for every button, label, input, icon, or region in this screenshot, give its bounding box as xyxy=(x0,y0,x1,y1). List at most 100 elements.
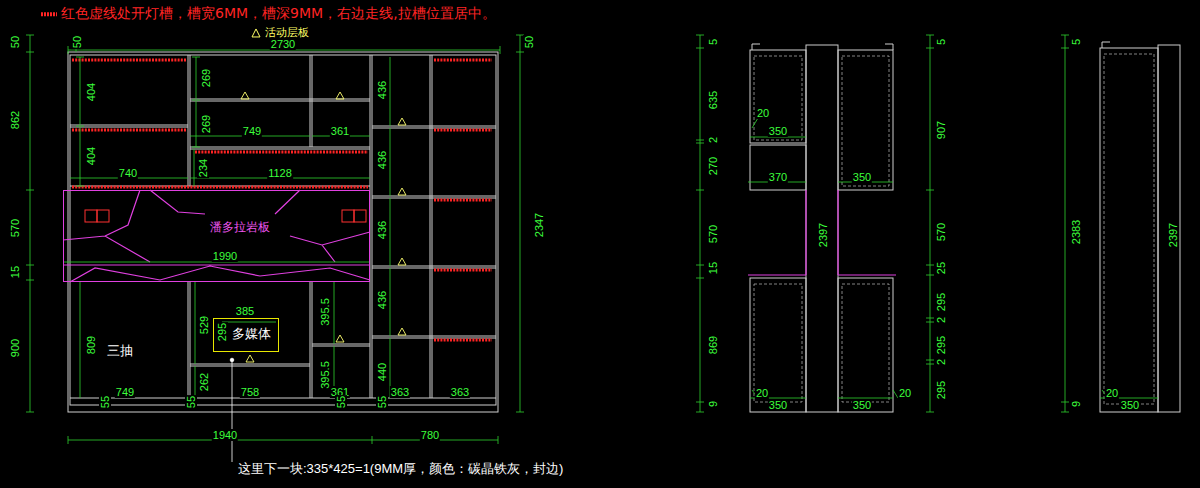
dimension-value: 20 xyxy=(898,384,912,400)
socket-box xyxy=(354,210,366,222)
dimension-value: 55 xyxy=(182,395,198,409)
dimension-value: 436 xyxy=(376,80,388,100)
stone-panel-profile xyxy=(748,190,896,275)
concrete-wall xyxy=(1158,45,1180,412)
dimension-value: 404 xyxy=(82,82,98,102)
dimension-value: 50 xyxy=(6,35,22,49)
socket-box xyxy=(85,210,97,222)
dimension-value: 234 xyxy=(194,158,210,178)
dimension-value: 269 xyxy=(200,68,212,88)
dimension-value: 5 xyxy=(1067,38,1083,46)
leader-line xyxy=(230,358,234,462)
dimension-value: 50 xyxy=(9,35,21,49)
back-panel-line xyxy=(754,56,802,140)
dimension-value: 2383 xyxy=(1067,219,1083,245)
dimension-line xyxy=(26,35,34,412)
dimension-value: 269 xyxy=(197,68,213,88)
note-text: 这里下一块:335*425=1(9MM厚，颜色：碳晶铁灰，封边) xyxy=(237,460,564,476)
dimension-value: 55 xyxy=(96,395,112,409)
cabinet-section xyxy=(1100,42,1158,412)
back-panel-line xyxy=(754,284,802,402)
dimension-value: 404 xyxy=(82,146,98,166)
dimension-value: 740 xyxy=(118,167,138,179)
dimension-line xyxy=(26,35,524,444)
dimension-value: 1990 xyxy=(212,250,238,262)
dimension-value: 295 xyxy=(935,292,947,312)
dimension-value: 2397 xyxy=(1164,222,1180,248)
dimension-value: 404 xyxy=(85,82,97,102)
dimension-value: 635 xyxy=(704,90,720,110)
dimension-value: 862 xyxy=(6,110,22,130)
dimension-value: 9 xyxy=(1067,400,1083,408)
dimension-value: 370 xyxy=(768,168,788,184)
dimension-value: 1990 xyxy=(212,247,238,263)
dimension-line xyxy=(1061,35,1158,412)
stone-panel-pattern xyxy=(63,190,370,282)
dimension-value: 350 xyxy=(852,171,872,183)
dimension-value: 55 xyxy=(332,395,348,409)
legend-item: 活动层板 xyxy=(250,27,309,39)
dimension-value: 15 xyxy=(9,265,21,279)
dimension-value: 570 xyxy=(704,224,720,244)
dimension-value: 2397 xyxy=(1167,222,1179,248)
dimension-value: 5 xyxy=(704,38,720,46)
dimension-value: 436 xyxy=(376,220,388,240)
dimension-value: 570 xyxy=(932,222,948,242)
dimension-value: 55 xyxy=(335,395,347,409)
dimension-line xyxy=(696,35,934,412)
legend-sample xyxy=(41,12,57,16)
back-panel-line xyxy=(754,56,889,402)
dimension-value: 2347 xyxy=(533,212,545,238)
dimension-value: 20 xyxy=(756,104,770,120)
legend-text: 红色虚线处开灯槽，槽宽6MM，槽深9MM，右边走线,拉槽位置居中。 xyxy=(61,6,496,21)
dimension-value: 363 xyxy=(450,386,470,398)
dimension-value: 385 xyxy=(235,302,255,318)
dimension-value: 25 xyxy=(935,261,947,275)
dimension-line xyxy=(748,118,898,398)
dimension-value: 20 xyxy=(755,387,769,399)
dimension-value: 9 xyxy=(707,400,719,408)
dimension-value: 25 xyxy=(932,261,948,275)
dimension-value: 2383 xyxy=(1070,219,1082,245)
dimension-value: 2 xyxy=(932,358,948,366)
dimension-value: 780 xyxy=(420,426,440,442)
cabinet-section xyxy=(1102,42,1110,48)
dimension-value: 809 xyxy=(85,335,97,355)
dimension-value: 749 xyxy=(242,122,262,138)
dimension-value: 55 xyxy=(99,395,111,409)
dimension-value: 55 xyxy=(185,395,197,409)
dimension-value: 350 xyxy=(768,125,788,137)
light-groove xyxy=(72,60,492,340)
dimension-value: 5 xyxy=(935,38,947,46)
cabinet-outline xyxy=(68,52,498,412)
stone-panel: 潘多拉岩板 xyxy=(63,190,370,282)
dimension-line xyxy=(696,35,704,412)
dimension-value: 436 xyxy=(376,150,388,170)
dimension-value: 20 xyxy=(756,107,770,119)
socket-box xyxy=(97,210,109,222)
node-text: 潘多拉岩板 xyxy=(210,221,270,234)
concrete-wall xyxy=(806,45,838,412)
dimension-value: 2 xyxy=(707,136,719,144)
dimension-value: 295 xyxy=(216,322,228,342)
cabinet-section xyxy=(750,44,893,412)
dimension-value: 20 xyxy=(898,387,912,399)
dimension-value: 270 xyxy=(707,156,719,176)
dimension-value: 363 xyxy=(390,383,410,399)
dimension-value: 2397 xyxy=(814,222,830,248)
socket-box xyxy=(342,210,354,222)
dimension-value: 15 xyxy=(704,261,720,275)
dimension-value: 440 xyxy=(376,362,388,382)
dimension-value: 900 xyxy=(9,338,21,358)
dimension-value: 2 xyxy=(935,358,947,366)
concrete-wall xyxy=(806,45,838,412)
dimension-value: 570 xyxy=(6,218,22,238)
dimension-value: 5 xyxy=(707,38,719,46)
dimension-value: 2 xyxy=(932,316,948,324)
dimension-value: 395.5 xyxy=(316,297,332,327)
dimension-line xyxy=(222,322,276,323)
dimension-value: 370 xyxy=(768,171,788,183)
dimension-value: 350 xyxy=(1120,396,1140,412)
